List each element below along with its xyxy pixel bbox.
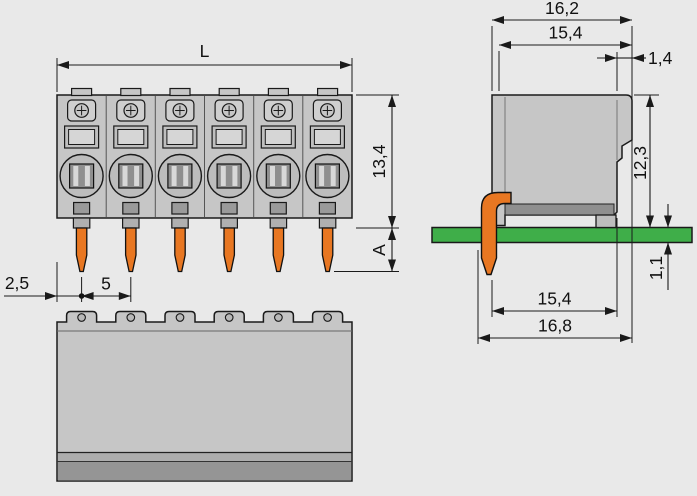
side-view [431, 94, 693, 276]
top-tab [120, 87, 142, 97]
top-tab [218, 87, 240, 97]
dim-edge-2-5: 2,5 [5, 273, 29, 293]
rear-vent-hole [323, 313, 332, 322]
rear-lower-band [58, 452, 351, 462]
rear-vent-hole [175, 313, 185, 322]
dim-depth-16-8: 16,8 [538, 316, 572, 336]
front-view [56, 87, 353, 273]
side-view-dimensions: 16,2 15,4 1,4 12,3 1,1 15,4 16,8 [477, 0, 673, 344]
top-tab [317, 87, 339, 97]
dim-height-12-3: 12,3 [630, 146, 650, 180]
dim-latch-1-4: 1,4 [648, 48, 673, 68]
standoff-foot [595, 214, 617, 229]
dim-depth-16-2: 16,2 [545, 0, 579, 18]
dim-length-L: L [200, 41, 210, 61]
dim-height-13-4: 13,4 [369, 144, 389, 178]
front-view-dimensions: L 13,4 A 2,5 5 [4, 41, 399, 302]
rear-vent-hole [126, 313, 136, 322]
rear-vent-hole [224, 313, 234, 322]
dim-depth-15-4-top: 15,4 [548, 23, 582, 43]
connector-body-rear [56, 310, 353, 482]
pcb-board [431, 226, 693, 244]
top-tab [169, 87, 191, 97]
dim-board-1-1: 1,1 [646, 256, 666, 280]
top-tab [267, 87, 289, 97]
dim-pitch-5: 5 [101, 274, 111, 294]
rear-vent-hole [274, 313, 283, 322]
top-tab [70, 87, 93, 97]
bent-solder-pin-side [480, 191, 512, 276]
rear-vent-hole [77, 313, 86, 322]
side-contact-strip [504, 203, 615, 216]
dim-pin-length-A: A [369, 244, 389, 256]
rear-bottom-band [58, 461, 351, 481]
bottom-view [56, 310, 353, 482]
dim-depth-15-4-bottom: 15,4 [537, 289, 571, 309]
